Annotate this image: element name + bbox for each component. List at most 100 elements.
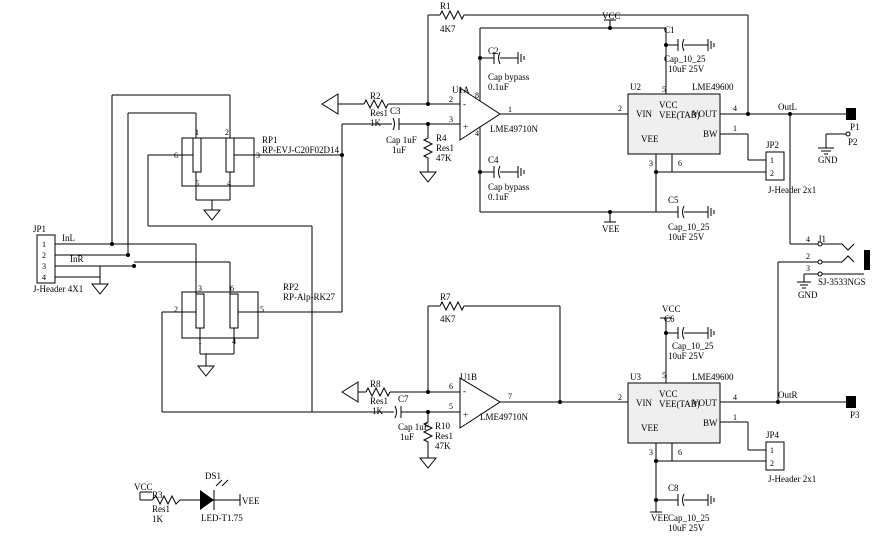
rp1-designator: RP1 xyxy=(262,135,278,145)
u1b-pin7: 7 xyxy=(508,392,512,401)
jp4-pin2: 2 xyxy=(770,459,774,468)
r7-designator: R7 xyxy=(440,292,451,302)
input-section: 1 2 3 4 JP1 J-Header 4X1 InL InR xyxy=(33,94,342,413)
u2-pin1: 1 xyxy=(733,124,737,133)
ds1-type: LED-T1.75 xyxy=(201,513,243,523)
c6-type: Cap_10_25 xyxy=(672,341,714,351)
rp1-type: RP-EVJ-C20F02D14 xyxy=(262,145,340,155)
c5-value: 10uF 25V xyxy=(668,232,705,242)
r8-type: Res1 xyxy=(370,396,388,406)
c3-designator: C3 xyxy=(390,106,401,116)
u1a-pin3: 3 xyxy=(449,115,453,124)
u1b-pin6: 6 xyxy=(449,382,453,391)
r1-value: 4K7 xyxy=(440,24,456,34)
vee-label-led: VEE xyxy=(242,496,260,506)
c8-designator: C8 xyxy=(668,483,679,493)
capacitor-c7: C7 Cap 1uF 1uF xyxy=(312,394,460,442)
r10-type: Res1 xyxy=(435,431,453,441)
u1a-minus: - xyxy=(463,99,466,109)
outr-net: OutR xyxy=(778,390,798,400)
rp2-pin2: 2 xyxy=(174,305,178,314)
u1b-part: LME49710N xyxy=(480,412,528,422)
right-channel: R7 4K7 R8 Res1 1K C7 Cap 1uF 1uF xyxy=(312,262,860,533)
opamp-u1a: - + 2 3 8 4 U1A LME49710N 1 xyxy=(449,85,538,141)
led-diode xyxy=(200,490,214,510)
jp2-type: J-Header 2x1 xyxy=(768,185,816,195)
buffer-u3: VIN VCC VOUT VEE(TAB) VEE BW LME49600 U3… xyxy=(618,371,737,457)
u2-pin2: 2 xyxy=(618,104,622,113)
c4-designator: C4 xyxy=(488,155,499,165)
c7-designator: C7 xyxy=(398,394,409,404)
c8-type: Cap_10_25 xyxy=(668,513,710,523)
u1b-designator: U1B xyxy=(460,372,477,382)
gnd-label-j1: GND xyxy=(798,290,818,300)
j1-pin2: 2 xyxy=(806,252,810,261)
j1-designator: J1 xyxy=(818,234,826,244)
c3-value: 1uF xyxy=(392,145,406,155)
header-jp2: 1 2 JP2 J-Header 2x1 xyxy=(765,140,816,195)
u2-vin: VIN xyxy=(636,109,652,119)
jack-j1: GND 4 2 3 J1 SJ-3533NGS xyxy=(778,234,870,300)
j1-pin4: 4 xyxy=(806,235,810,244)
u3-veetab: VEE(TAB) xyxy=(659,399,700,409)
jp1-pin4: 4 xyxy=(42,273,46,282)
jp4-designator: JP4 xyxy=(766,430,780,440)
j1-type: SJ-3533NGS xyxy=(818,277,866,287)
r10-value: 47K xyxy=(435,441,451,451)
u1b-plus: + xyxy=(463,410,468,420)
u2-bw: BW xyxy=(703,129,718,139)
u1a-pin8: 8 xyxy=(475,91,479,100)
u1a-part: LME49710N xyxy=(490,124,538,134)
r3-type: Res1 xyxy=(152,504,170,514)
u2-vee: VEE xyxy=(641,134,659,144)
outl-net: OutL xyxy=(778,102,797,112)
vee-label-u3: VEE xyxy=(651,513,669,523)
c1-type: Cap_10_25 xyxy=(664,54,706,64)
u1b-pin5: 5 xyxy=(449,402,453,411)
inl-net: InL xyxy=(62,233,75,243)
jp1-type: J-Header 4X1 xyxy=(33,284,83,294)
jp1-pin3: 3 xyxy=(42,262,46,271)
p2-designator: P2 xyxy=(848,137,858,147)
capacitor-c6: C6 Cap_10_25 10uF 25V xyxy=(664,314,715,361)
u2-part: LME49600 xyxy=(692,82,734,92)
c2-designator: C2 xyxy=(488,46,499,56)
rp2-type: RP-Alp-RK27 xyxy=(283,292,336,302)
u1a-pin1: 1 xyxy=(508,105,512,114)
c2-type: Cap bypass xyxy=(488,72,530,82)
r3-value: 1K xyxy=(152,514,164,524)
header-jp1: 1 2 3 4 JP1 J-Header 4X1 xyxy=(33,224,83,294)
u3-vcc: VCC xyxy=(659,389,678,399)
r7-value: 4K7 xyxy=(440,314,456,324)
c4-value: 0.1uF xyxy=(488,192,509,202)
c4-type: Cap bypass xyxy=(488,182,530,192)
vcc-label-u3: VCC xyxy=(662,304,681,314)
u3-bw: BW xyxy=(703,418,718,428)
u1a-plus: + xyxy=(463,122,468,132)
rp1-pin2: 2 xyxy=(225,128,229,137)
p3-designator: P3 xyxy=(850,410,860,420)
capacitor-c8: C8 Cap_10_25 10uF 25V xyxy=(656,483,715,533)
r1-designator: R1 xyxy=(440,1,451,11)
rp1-pin1: 1 xyxy=(195,128,199,137)
gnd-label-p2: GND xyxy=(818,155,838,165)
u2-designator: U2 xyxy=(630,82,641,92)
u1b-minus: - xyxy=(463,386,466,396)
u3-vee: VEE xyxy=(641,423,659,433)
resistor-r1: R1 4K7 xyxy=(428,1,748,34)
capacitor-c2: C2 Cap bypass 0.1uF xyxy=(480,46,530,92)
capacitor-c1: C1 Cap_10_25 10uF 25V xyxy=(664,25,715,74)
jp1-pin1: 1 xyxy=(42,240,46,249)
u1a-designator: U1A xyxy=(452,85,470,95)
vcc-label-top: VCC xyxy=(602,11,621,21)
jp2-pin1: 1 xyxy=(770,156,774,165)
capacitor-c4: C4 Cap bypass 0.1uF xyxy=(478,155,530,202)
rp2-pin6: 6 xyxy=(230,284,234,293)
rp2-pin4: 4 xyxy=(232,337,236,346)
r8-value: 1K xyxy=(372,406,384,416)
r2-value: 1K xyxy=(370,118,382,128)
inr-net: InR xyxy=(70,254,84,264)
r4-designator: R4 xyxy=(436,133,447,143)
c7-type: Cap 1uF xyxy=(398,422,429,432)
resistor-r4: R4 Res1 47K xyxy=(418,124,454,183)
